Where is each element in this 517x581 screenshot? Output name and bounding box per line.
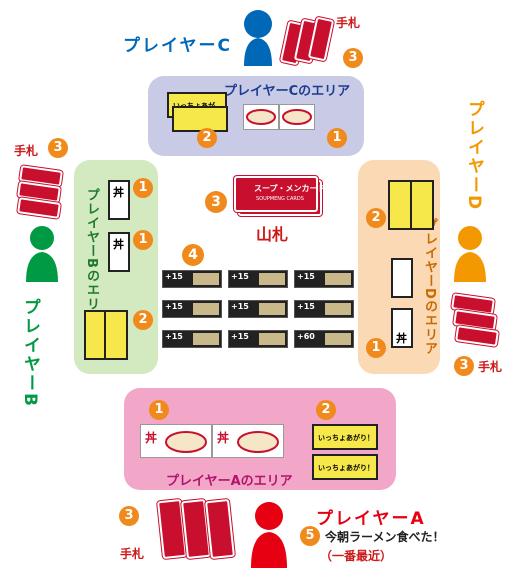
- step-number-5: 5: [300, 526, 320, 546]
- player-a-area-title: プレイヤーAのエリア: [166, 474, 293, 489]
- step-number-2: 2: [316, 400, 336, 420]
- soup-card-image: [325, 273, 351, 285]
- deck-label: 山札: [256, 225, 289, 244]
- player-a-label: プレイヤーA: [316, 509, 426, 529]
- note-line-2: （一番最近）: [320, 549, 393, 563]
- player-b-pawn-icon: [26, 226, 58, 282]
- don-bowl-card: 丼: [140, 424, 212, 458]
- step-number-3: 3: [119, 506, 139, 526]
- player-d-label: プレイヤーD: [464, 100, 484, 212]
- don-bowl-card: 丼: [212, 424, 284, 458]
- soup-card-points: +15: [231, 302, 249, 311]
- soup-card-points: +15: [297, 302, 315, 311]
- step-number-2: 2: [197, 128, 217, 148]
- soup-card-points: +15: [231, 272, 249, 281]
- soup-card: +15: [228, 300, 288, 318]
- player-c-area-title: プレイヤーCのエリア: [224, 84, 351, 99]
- step-number-3: 3: [48, 138, 68, 158]
- iccho-card: [410, 180, 434, 230]
- soup-card: +15: [294, 300, 354, 318]
- player-c-label: プレイヤーC: [123, 36, 232, 56]
- iccho-card: いっちょあがり！: [312, 454, 378, 480]
- soup-card-image: [259, 303, 285, 315]
- hand-label: 手札: [14, 144, 39, 158]
- player-c-pawn-icon: [244, 10, 272, 66]
- ramen-bowl-card: [243, 104, 279, 130]
- soup-card-points: +15: [165, 302, 183, 311]
- step-number-3: 3: [454, 356, 474, 376]
- hand-card: [205, 498, 235, 560]
- hand-label: 手札: [336, 16, 361, 30]
- soup-card-points: +15: [231, 332, 249, 341]
- step-number-3: 3: [343, 48, 363, 68]
- soup-card: +15: [228, 330, 288, 348]
- player-d-pawn-icon: [454, 226, 486, 282]
- don-card: 丼: [108, 232, 130, 272]
- soup-card-image: [193, 273, 219, 285]
- step-number-1: 1: [133, 230, 153, 250]
- soup-card-image: [325, 333, 351, 345]
- hand-label: 手札: [478, 360, 503, 374]
- soup-card-image: [193, 333, 219, 345]
- soup-card: +15: [162, 300, 222, 318]
- player-a-pawn-icon: [251, 502, 287, 568]
- soup-card: +15: [228, 270, 288, 288]
- step-number-4: 4: [182, 244, 204, 266]
- soup-card: +15: [162, 330, 222, 348]
- step-number-2: 2: [133, 310, 153, 330]
- soup-card-grid: +15 +15 +15 +15 +15 +15 +15 +15 +60: [162, 270, 356, 358]
- iccho-card: いっちょあがり！: [312, 424, 378, 450]
- player-b-label: プレイヤーB: [20, 298, 40, 408]
- step-number-1: 1: [133, 178, 153, 198]
- step-number-1: 1: [149, 400, 169, 420]
- ramen-bowl-card: [279, 104, 315, 130]
- soup-card-image: [259, 273, 285, 285]
- soup-card-image: [325, 303, 351, 315]
- soup-card-points: +15: [297, 272, 315, 281]
- iccho-card: [172, 106, 228, 132]
- soup-card-points: +15: [165, 332, 183, 341]
- step-number-1: 1: [366, 338, 386, 358]
- note-line-1: 今朝ラーメン食べた！: [325, 530, 445, 544]
- soup-card: +15: [294, 270, 354, 288]
- soup-card-image: [259, 333, 285, 345]
- soup-card-image: [193, 303, 219, 315]
- step-number-3: 3: [205, 191, 227, 213]
- soup-card-points: +15: [165, 272, 183, 281]
- don-card: 丼: [391, 308, 413, 348]
- step-number-2: 2: [366, 208, 386, 228]
- player-d-area-title: プレイヤーDのエリア: [422, 218, 437, 356]
- player-b-area-title: プレイヤーBのエリア: [84, 188, 99, 325]
- iccho-card: [104, 310, 128, 360]
- soup-card-points: +60: [297, 332, 315, 341]
- soup-card: +15: [162, 270, 222, 288]
- step-number-1: 1: [327, 128, 347, 148]
- soup-card: +60: [294, 330, 354, 348]
- hand-label: 手札: [120, 547, 145, 561]
- iccho-card: [388, 180, 412, 230]
- don-card: 丼: [108, 180, 130, 220]
- deck-card: スープ・メンカード SOUPMENG CARDS: [234, 176, 326, 212]
- don-card: [391, 258, 413, 298]
